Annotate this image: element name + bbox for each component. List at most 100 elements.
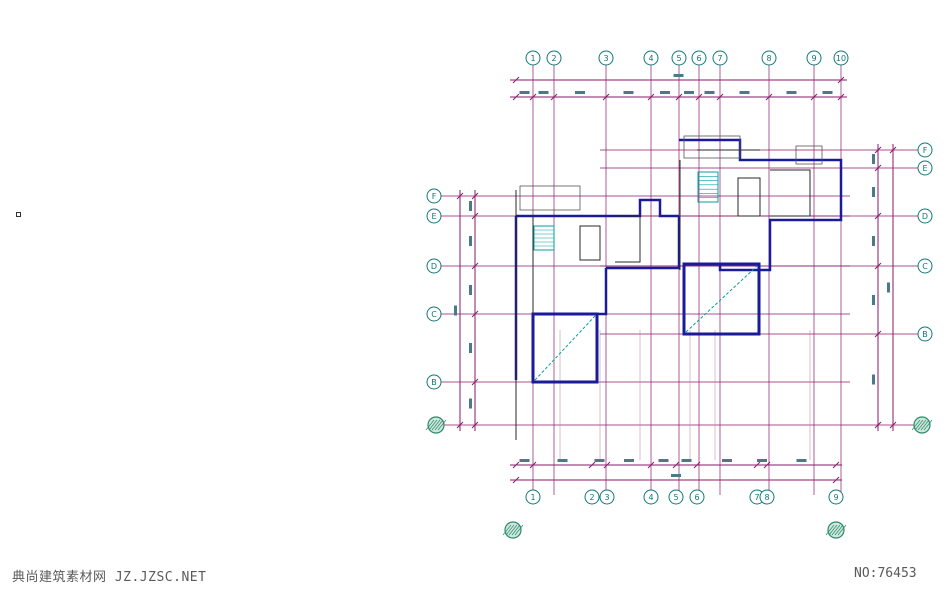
dimension-tick: [874, 421, 882, 429]
dimension-tick: [471, 212, 479, 220]
dimension-tick: [456, 192, 464, 200]
void-diagonal: [685, 265, 758, 333]
dimension-value: [757, 459, 767, 462]
axis-bubble-top-label: 7: [717, 54, 722, 63]
dimension-value: [872, 295, 875, 305]
axis-bubble-top-label: 4: [648, 54, 653, 63]
dimension-value: [671, 474, 681, 477]
dimension-tick: [837, 93, 845, 101]
axis-grid-lines: [440, 62, 922, 495]
axis-bubble-top: [671, 50, 687, 66]
dimension-value: [469, 236, 472, 246]
dimension-tick: [874, 262, 882, 270]
axis-bubble-right: [917, 326, 933, 342]
origin-hatch: [425, 419, 435, 431]
dimension-value: [658, 459, 669, 462]
dimension-tick: [832, 461, 840, 469]
origin-hatch: [828, 524, 838, 536]
dimension-value: [623, 91, 634, 94]
dimension-tick: [471, 192, 479, 200]
axis-bubble-right: [917, 258, 933, 274]
axis-bubble-bottom: [599, 489, 615, 505]
origin-hatch: [437, 419, 447, 431]
dimension-value: [538, 91, 549, 94]
axis-bubble-bottom-label: 5: [673, 493, 678, 502]
dimension-tick: [471, 421, 479, 429]
dimension-tick: [647, 461, 655, 469]
axis-bubble-top: [761, 50, 777, 66]
dimension-tick: [832, 476, 840, 484]
axis-bubble-top-label: 5: [676, 54, 681, 63]
dimension-tick: [874, 330, 882, 338]
axis-bubble-bottom-label: 9: [833, 493, 838, 502]
axis-bubble-bottom: [643, 489, 659, 505]
axis-bubble-top-label: 9: [811, 54, 816, 63]
dimension-tick: [471, 310, 479, 318]
origin-hatch: [920, 419, 930, 431]
origin-hatch: [502, 524, 512, 536]
dimension-tick: [675, 93, 683, 101]
axis-bubble-left-label: B: [431, 378, 437, 387]
axis-bubble-right-label: F: [923, 146, 928, 155]
axis-bubble-top: [598, 50, 614, 66]
dimension-value: [594, 459, 605, 462]
axis-bubble-left-label: F: [432, 192, 437, 201]
dimension-tick: [512, 461, 520, 469]
origin-hatch: [911, 419, 921, 431]
dimension-tick: [765, 93, 773, 101]
wall-segment: [597, 268, 608, 316]
axis-bubble-top-label: 1: [530, 54, 535, 63]
dimension-tick: [672, 461, 680, 469]
wall-segment: [606, 216, 681, 270]
dimension-tick: [512, 476, 520, 484]
origin-hatch: [511, 524, 521, 536]
axis-bubble-top-label: 8: [766, 54, 771, 63]
dimension-tick: [716, 93, 724, 101]
balcony-outline: [519, 185, 581, 211]
axis-bubble-bottom-label: 8: [764, 493, 769, 502]
balcony-outline: [683, 135, 741, 159]
drawing-serial-number: NO:76453: [854, 566, 917, 581]
dimension-tick: [456, 421, 464, 429]
dimension-tick: [529, 93, 537, 101]
axis-bubble-bottom: [525, 489, 541, 505]
dimension-value: [469, 343, 472, 353]
dimension-value: [624, 459, 634, 462]
axis-bubble-top-label: 6: [696, 54, 701, 63]
dimension-value: [557, 459, 568, 462]
axis-bubble-top-label: 3: [603, 54, 608, 63]
dimension-tick: [602, 93, 610, 101]
origin-hatch: [428, 419, 438, 431]
wall-segment: [516, 198, 679, 218]
dimension-value: [660, 91, 670, 94]
origin-hatch: [825, 524, 835, 536]
dimension-value: [739, 91, 750, 94]
dimension-value: [673, 74, 684, 77]
axis-bubble-right: [917, 208, 933, 224]
axis-bubble-top: [833, 50, 849, 66]
dimension-value: [887, 282, 890, 293]
axis-bubble-left: [426, 208, 442, 224]
dimension-value: [575, 91, 585, 94]
origin-hatch: [514, 524, 524, 536]
dimension-tick: [695, 93, 703, 101]
dimension-tick: [810, 93, 818, 101]
dimension-tick: [753, 461, 761, 469]
dimension-tick: [603, 461, 611, 469]
dimension-value: [796, 459, 807, 462]
axis-bubble-bottom: [689, 489, 705, 505]
dimension-tick: [693, 461, 701, 469]
dimension-tick: [550, 93, 558, 101]
dimension-value: [454, 305, 457, 316]
origin-hatch: [431, 419, 441, 431]
axis-bubble-bottom-label: 4: [648, 493, 653, 502]
dimension-tick: [529, 461, 537, 469]
axis-bubble-top-label: 10: [836, 54, 846, 63]
wall-thin: [737, 177, 761, 217]
room-wall-heavy: [531, 312, 599, 384]
axis-bubble-bottom-label: 3: [604, 493, 609, 502]
axis-bubble-top: [691, 50, 707, 66]
axis-bubble-right-label: D: [922, 212, 928, 221]
dimension-value: [519, 91, 530, 94]
axis-bubble-bottom-label: 2: [589, 493, 594, 502]
